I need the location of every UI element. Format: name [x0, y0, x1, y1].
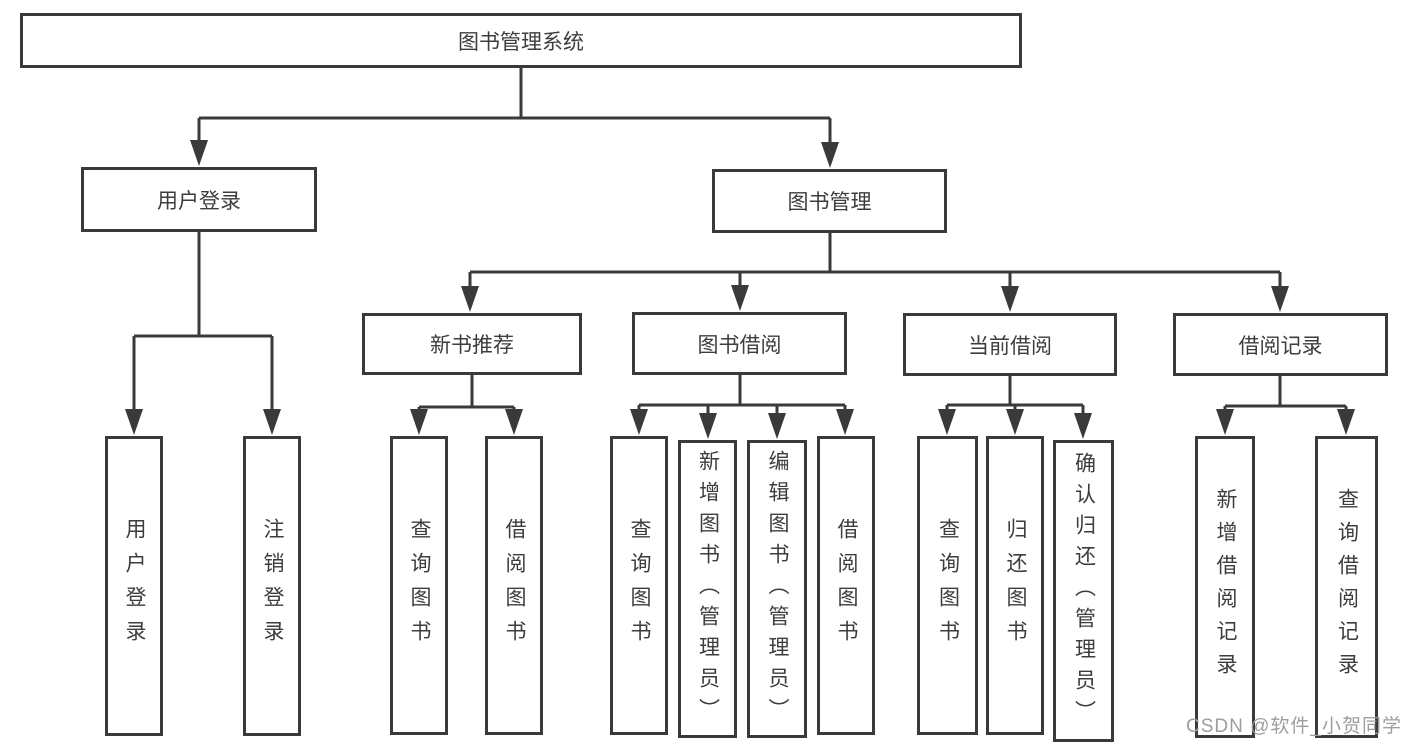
node-book-management: 图书管理: [712, 169, 947, 233]
node-new-book-recommend: 新书推荐: [362, 313, 582, 375]
leaf-cb-return-books: 归还图书: [986, 436, 1044, 735]
node-root: 图书管理系统: [20, 13, 1022, 68]
node-borrow-records: 借阅记录: [1173, 313, 1388, 376]
leaf-bb-query-books: 查询图书: [610, 436, 668, 735]
leaf-nbr-query-books: 查询图书: [390, 436, 448, 735]
leaf-nbr-borrow-books: 借阅图书: [485, 436, 543, 735]
arrowheads: [125, 140, 1355, 439]
leaf-logout: 注销登录: [243, 436, 301, 736]
watermark: CSDN @软件_小贺同学: [1186, 716, 1402, 737]
leaf-cb-confirm-return-admin: 确认归还（管理员）: [1053, 440, 1114, 742]
node-current-borrow: 当前借阅: [903, 313, 1117, 376]
leaf-bb-borrow-books: 借阅图书: [817, 436, 875, 735]
leaf-cb-query-books: 查询图书: [917, 436, 978, 735]
leaf-user-login: 用户登录: [105, 436, 163, 736]
leaf-bb-add-books-admin: 新增图书（管理员）: [678, 440, 737, 738]
node-book-borrow: 图书借阅: [632, 312, 847, 375]
leaf-br-add-record: 新增借阅记录: [1195, 436, 1255, 738]
node-user-login: 用户登录: [81, 167, 317, 232]
leaf-bb-edit-books-admin: 编辑图书（管理员）: [747, 440, 807, 738]
leaf-br-query-record: 查询借阅记录: [1315, 436, 1378, 738]
